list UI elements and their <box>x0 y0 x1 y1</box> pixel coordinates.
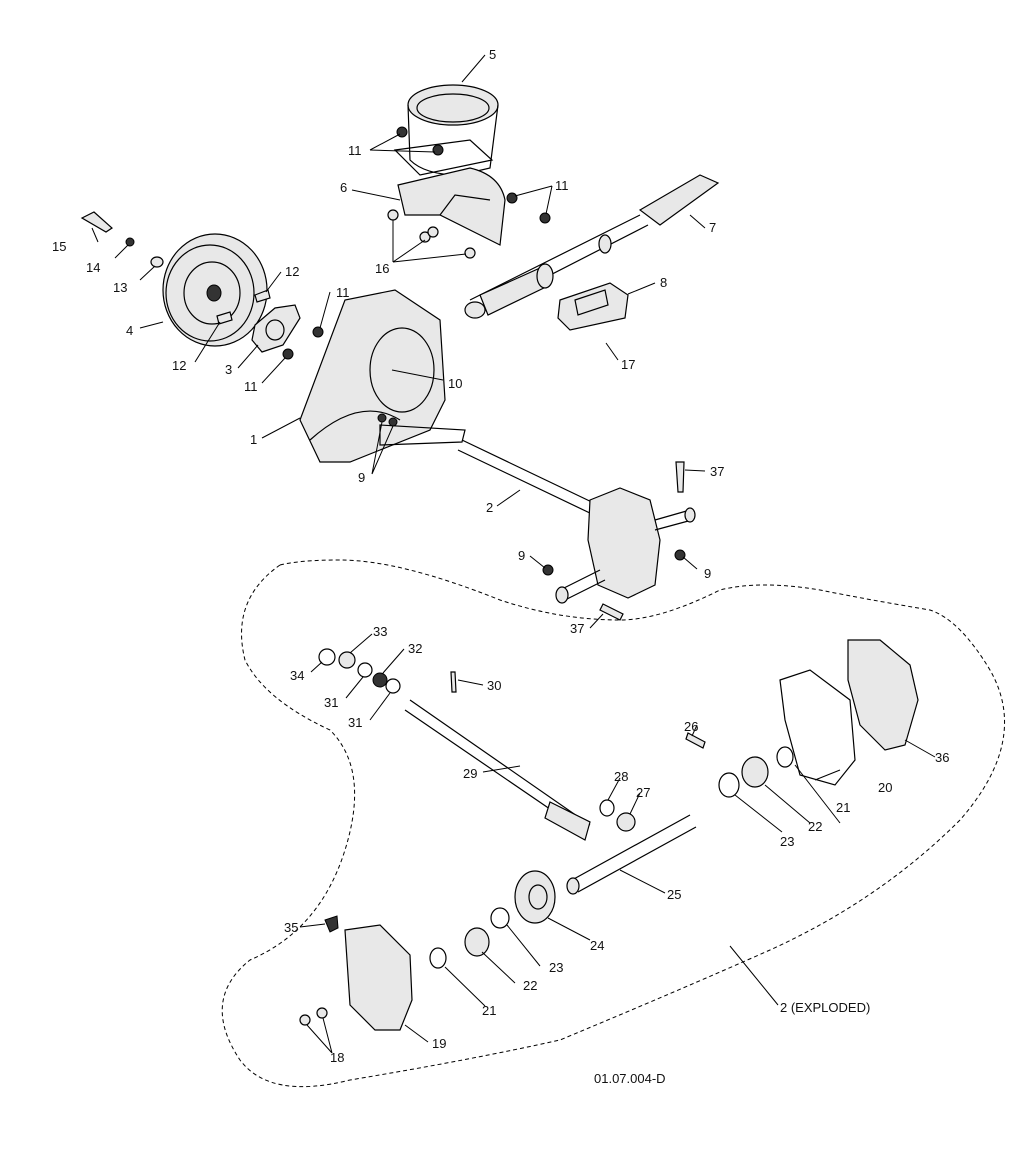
callout-20: 20 <box>878 780 892 795</box>
part-6-chute-guard <box>397 167 506 246</box>
callout-14: 14 <box>86 260 100 275</box>
callout-21: 21 <box>482 1003 496 1018</box>
part-8-bracket <box>557 282 629 331</box>
callout-9: 9 <box>704 566 711 581</box>
callout-4: 4 <box>126 323 133 338</box>
leader-lines <box>91 54 936 1054</box>
callout-22: 22 <box>808 819 822 834</box>
callout-15: 15 <box>52 239 66 254</box>
callout-26: 26 <box>684 719 698 734</box>
callout-13: 13 <box>113 280 127 295</box>
callout-17: 17 <box>621 357 635 372</box>
callout-37: 37 <box>570 621 584 636</box>
callout-16: 16 <box>375 261 389 276</box>
callout-11: 11 <box>336 285 350 300</box>
callout-25: 25 <box>667 887 681 902</box>
callout-10: 10 <box>448 376 462 391</box>
callout-5: 5 <box>489 47 496 62</box>
callout-36: 36 <box>935 750 949 765</box>
callout-7: 7 <box>709 220 716 235</box>
callout-23: 23 <box>549 960 563 975</box>
callout-31: 31 <box>324 695 338 710</box>
part-4-pulley <box>162 233 268 347</box>
callout-30: 30 <box>487 678 501 693</box>
part-7-crank-rod <box>464 174 720 319</box>
part-9-37-hardware <box>377 413 686 621</box>
drawing-number: 01.07.004-D <box>594 1071 666 1086</box>
part-5-chute <box>393 84 499 176</box>
callout-31: 31 <box>348 715 362 730</box>
callout-12: 12 <box>285 264 299 279</box>
callout-34: 34 <box>290 668 304 683</box>
part-3-flange <box>251 304 301 353</box>
callout-2: 2 <box>486 500 493 515</box>
callout-37: 37 <box>710 464 724 479</box>
callout-23: 23 <box>780 834 794 849</box>
callout-32: 32 <box>408 641 422 656</box>
hardware-13-14-15 <box>80 211 164 268</box>
callout-33: 33 <box>373 624 387 639</box>
callout-6: 6 <box>340 180 347 195</box>
exploded-parts <box>299 639 919 1031</box>
callout-9: 9 <box>358 470 365 485</box>
callout-11: 11 <box>555 178 569 193</box>
callout-8: 8 <box>660 275 667 290</box>
part-11-nuts <box>282 126 551 360</box>
callout-19: 19 <box>432 1036 446 1051</box>
part-1-housing <box>299 289 466 463</box>
callout-22: 22 <box>523 978 537 993</box>
callout-11: 11 <box>244 379 258 394</box>
part-2-gearbox-assembly <box>457 439 696 604</box>
callout-28: 28 <box>614 769 628 784</box>
callout-24: 24 <box>590 938 604 953</box>
callout-21: 21 <box>836 800 850 815</box>
callout-29: 29 <box>463 766 477 781</box>
callout-12: 12 <box>172 358 186 373</box>
callout-labels: 5 11 6 11 7 16 15 14 13 8 12 11 4 17 1 2 … <box>52 47 949 1086</box>
callout-35: 35 <box>284 920 298 935</box>
exploded-label: 2 (EXPLODED) <box>780 1000 870 1015</box>
callout-27: 27 <box>636 785 650 800</box>
callout-1: 1 <box>250 432 257 447</box>
part-12-bolts <box>216 289 271 325</box>
callout-11: 11 <box>348 143 362 158</box>
callout-3: 3 <box>225 362 232 377</box>
exploded-view-outline <box>221 559 1006 1088</box>
callout-9: 9 <box>518 548 525 563</box>
callout-18: 18 <box>330 1050 344 1065</box>
part-16-bolts <box>387 209 476 259</box>
